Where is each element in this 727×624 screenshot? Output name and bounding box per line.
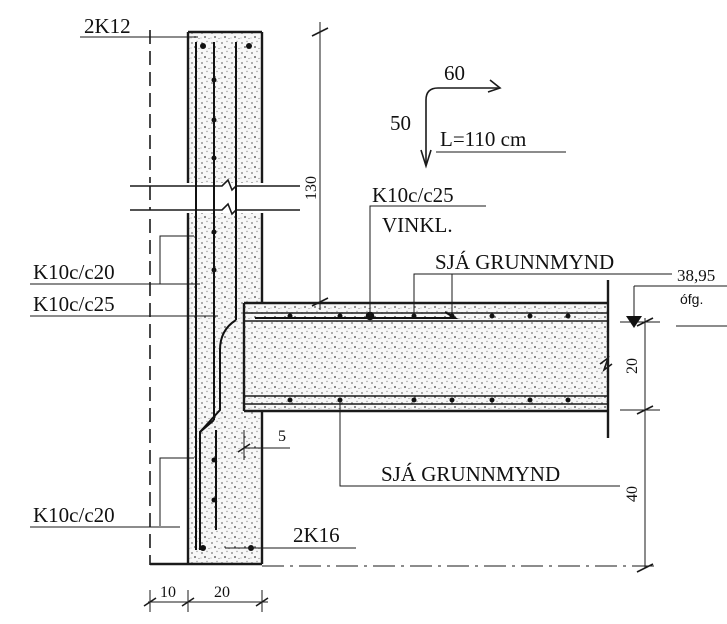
- label-level-value: 38,95: [677, 266, 715, 285]
- label-k10-c25-wall: K10c/c25: [33, 292, 115, 316]
- dimension-lines: [143, 22, 660, 612]
- bend-schedule-shape: [420, 79, 566, 169]
- bend-vertical-leg: 50: [390, 111, 411, 135]
- label-2k12: 2K12: [84, 14, 131, 38]
- label-level-abbrev: ófg.: [680, 291, 703, 307]
- label-vinkl: VINKL.: [382, 213, 453, 237]
- bend-horizontal-leg: 60: [444, 61, 465, 85]
- wall-stirrup-brackets: [159, 235, 194, 526]
- level-marker: [626, 285, 727, 328]
- concrete-slab: [242, 280, 613, 438]
- wall-break-lines: [130, 178, 300, 216]
- dim-insulation: 10: [160, 584, 176, 601]
- dim-below-slab: 40: [624, 486, 641, 502]
- label-2k16: 2K16: [293, 523, 340, 547]
- label-k10-c20-upper: K10c/c20: [33, 260, 115, 284]
- bend-length: L=110 cm: [440, 127, 526, 151]
- label-k10-c25-slab: K10c/c25: [372, 183, 454, 207]
- leader-lines: [30, 36, 672, 549]
- dim-wall-thickness: 20: [214, 584, 230, 601]
- dim-anchorage: 130: [303, 176, 320, 200]
- dim-slab-thickness: 20: [624, 358, 641, 374]
- concrete-wall: [150, 30, 264, 566]
- label-k10-c20-lower: K10c/c20: [33, 503, 115, 527]
- rebar-section-dots: [200, 43, 571, 551]
- label-see-plan-bottom: SJÁ GRUNNMYND: [381, 462, 560, 486]
- label-see-plan-top: SJÁ GRUNNMYND: [435, 250, 614, 274]
- dim-cover: 5: [278, 428, 286, 445]
